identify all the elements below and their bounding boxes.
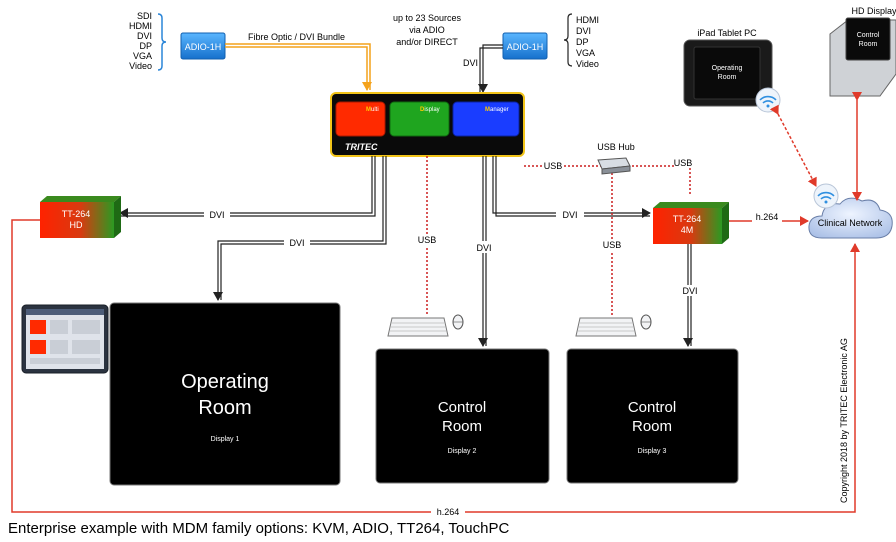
svg-text:4M: 4M <box>681 225 694 235</box>
svg-text:Display 1: Display 1 <box>211 436 240 443</box>
usb-hub: USB Hub <box>597 142 635 175</box>
svg-text:Display 2: Display 2 <box>448 448 477 455</box>
tt264-hd: TT-264 HD <box>40 196 121 238</box>
source-label: HDMI <box>576 15 599 25</box>
svg-text:via ADIO: via ADIO <box>409 25 445 35</box>
tritec-logo: TRITEC <box>345 142 378 152</box>
system-diagram: SDI HDMI DVI DP VGA Video ADIO-1H Fibre … <box>11 6 896 518</box>
usb-label: USB <box>544 161 563 171</box>
svg-text:Display: Display <box>420 107 440 113</box>
dvi-label: DVI <box>463 58 478 68</box>
clinical-network: Clinical Network <box>808 197 893 239</box>
display-2: Control Room Display 2 <box>375 348 550 484</box>
source-label: DP <box>576 37 589 47</box>
source-label: Video <box>129 61 152 71</box>
svg-text:Control: Control <box>628 399 676 416</box>
right-source-brace <box>563 13 573 67</box>
svg-text:Clinical Network: Clinical Network <box>818 218 883 228</box>
mouse-icon <box>640 314 652 330</box>
svg-text:up to 23 Sources: up to 23 Sources <box>393 13 462 23</box>
wifi-icon <box>755 87 781 113</box>
svg-text:Control: Control <box>857 32 880 39</box>
source-label: HDMI <box>129 21 152 31</box>
dvi-link-display-1 <box>213 156 384 301</box>
h264-label: h.264 <box>437 507 460 517</box>
svg-text:and/or DIRECT: and/or DIRECT <box>396 37 458 47</box>
svg-text:USB Hub: USB Hub <box>597 142 635 152</box>
display-1: Operating Room Display 1 <box>109 302 341 486</box>
dvi-label: DVI <box>476 243 491 253</box>
adio-left: ADIO-1H <box>180 32 226 60</box>
source-label: DVI <box>137 31 152 41</box>
svg-text:Room: Room <box>718 74 737 81</box>
dvi-label: DVI <box>209 210 224 220</box>
top-note: up to 23 Sources via ADIO and/or DIRECT <box>393 13 462 47</box>
dvi-label: DVI <box>682 286 697 296</box>
usb-links <box>426 156 691 315</box>
h264-link-hd <box>11 219 860 513</box>
svg-text:iPad Tablet PC: iPad Tablet PC <box>697 28 757 38</box>
source-label: SDI <box>137 11 152 21</box>
mouse-icon <box>452 314 464 330</box>
ipad-tablet: iPad Tablet PC Operating Room <box>683 28 773 107</box>
svg-text:HD Display: HD Display <box>851 6 896 16</box>
svg-text:Room: Room <box>632 418 672 435</box>
keyboard-icon <box>387 317 449 337</box>
left-source-brace <box>157 13 167 71</box>
usb-label: USB <box>603 240 622 250</box>
svg-text:ADIO-1H: ADIO-1H <box>185 42 222 52</box>
tt264-4m: TT-264 4M <box>653 202 729 244</box>
svg-text:Operating: Operating <box>712 65 743 72</box>
caption: Enterprise example with MDM family optio… <box>8 520 510 537</box>
svg-text:Control: Control <box>438 399 486 416</box>
fibre-label: Fibre Optic / DVI Bundle <box>248 32 345 42</box>
svg-text:Room: Room <box>198 397 251 419</box>
usb-label: USB <box>674 158 693 168</box>
copyright-text: Copyright 2018 by TRITEC Electronic AG <box>839 338 849 503</box>
usb-label: USB <box>418 235 437 245</box>
wifi-link-ipad <box>769 104 817 187</box>
source-label: VGA <box>133 51 152 61</box>
source-label: DVI <box>576 26 591 36</box>
multi-panel <box>335 101 386 137</box>
left-source-list: SDI HDMI DVI DP VGA Video <box>129 11 152 71</box>
mdm-unit: Multi Display Manager TRITEC <box>330 92 525 157</box>
dvi-label: DVI <box>289 238 304 248</box>
svg-text:Manager: Manager <box>485 107 509 113</box>
source-label: DP <box>139 41 152 51</box>
touch-pc <box>21 304 109 374</box>
wifi-icon <box>813 183 839 209</box>
fibre-link <box>225 43 371 90</box>
svg-text:ADIO-1H: ADIO-1H <box>507 42 544 52</box>
svg-text:TT-264: TT-264 <box>673 214 702 224</box>
manager-panel <box>452 101 520 137</box>
svg-text:Multi: Multi <box>366 107 379 113</box>
svg-text:Operating: Operating <box>181 371 269 393</box>
svg-text:Display 3: Display 3 <box>638 448 667 455</box>
adio-right: ADIO-1H <box>502 32 548 60</box>
svg-text:TT-264: TT-264 <box>62 209 91 219</box>
hd-display: HD Display Control Room <box>829 6 896 97</box>
h264-label: h.264 <box>756 212 779 222</box>
svg-text:Room: Room <box>442 418 482 435</box>
svg-text:HD: HD <box>70 220 83 230</box>
dvi-label: DVI <box>562 210 577 220</box>
dvi-link-tt-hd <box>119 156 373 218</box>
adio-right-link <box>478 44 503 93</box>
dvi-link-tt-4m <box>492 156 651 218</box>
source-label: Video <box>576 59 599 69</box>
keyboard-icon <box>575 317 637 337</box>
display-3: Control Room Display 3 <box>566 348 739 484</box>
display-panel <box>389 101 450 137</box>
svg-text:Room: Room <box>859 41 878 48</box>
source-label: VGA <box>576 48 595 58</box>
right-source-list: HDMI DVI DP VGA Video <box>576 15 599 69</box>
